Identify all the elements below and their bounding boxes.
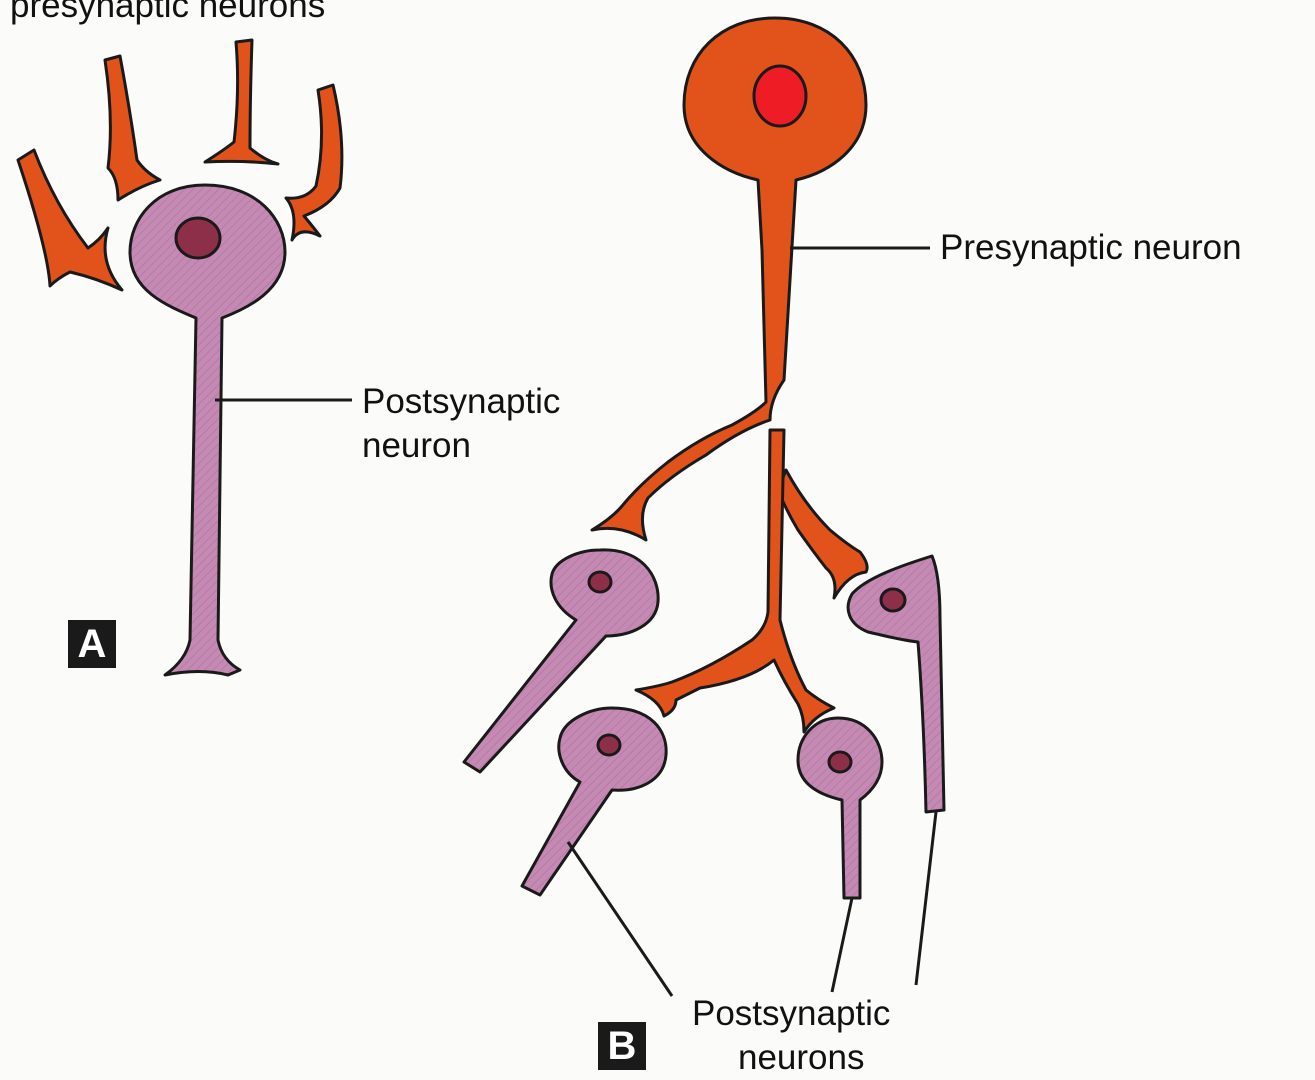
presynaptic-terminal-a4 [286,85,342,240]
panel-b-tag: B [598,1022,646,1070]
nucleus-b3 [829,752,851,772]
postsynaptic-neurons-label-b-line2: neurons [738,1036,864,1080]
postsynaptic-neuron-b3 [798,718,882,898]
postsynaptic-b-leader-line-1 [568,842,672,996]
panel-b-diagram [464,18,944,996]
postsynaptic-neuron-label-a-line1: Postsynaptic [362,380,560,424]
panel-a-tag: A [68,620,116,668]
nucleus-b4 [881,589,905,611]
presynaptic-neuron-label-b: Presynaptic neuron [940,226,1242,270]
nucleus-b1 [589,572,611,592]
presynaptic-neurons-label-a: presynaptic neurons [10,0,325,28]
postsynaptic-neuron-b2 [522,708,666,895]
postsynaptic-b-leader-line-2 [832,898,852,992]
postsynaptic-neurons-label-b-line1: Postsynaptic [692,992,890,1036]
presynaptic-branch-right [778,470,867,598]
postsynaptic-b-leader-line-3 [916,812,936,985]
panel-a-diagram [18,40,352,675]
nucleus-a [176,218,220,258]
nucleus-presynaptic-b [754,66,806,126]
presynaptic-terminal-a2 [105,56,160,200]
presynaptic-terminal-a1 [18,150,122,290]
postsynaptic-neuron-a [130,185,285,675]
nucleus-b2 [598,735,620,755]
postsynaptic-neuron-label-a-line2: neuron [362,424,471,468]
presynaptic-neuron-b [592,18,866,540]
presynaptic-terminal-a3 [205,40,278,164]
